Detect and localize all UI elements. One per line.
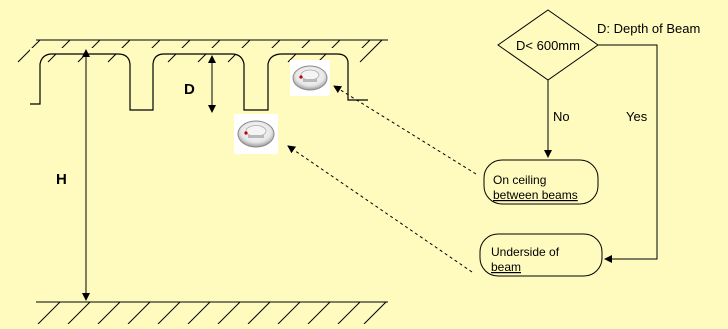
outcome-underside-line1: Underside of bbox=[491, 245, 560, 259]
smoke-detector-icon bbox=[234, 114, 278, 154]
h-marker-label: H bbox=[56, 171, 67, 188]
outcome-underside-box bbox=[479, 233, 603, 277]
outcome-ceiling-line1: On ceiling bbox=[493, 173, 546, 187]
smoke-detector-icon bbox=[290, 60, 330, 96]
d-marker-label: D bbox=[184, 81, 195, 98]
legend-label: D: Depth of Beam bbox=[597, 21, 700, 36]
floor-hatch bbox=[37, 301, 387, 325]
yes-label: Yes bbox=[626, 109, 648, 124]
decision-label: D< 600mm bbox=[516, 38, 580, 53]
beam-outline bbox=[30, 53, 368, 111]
outcome-ceiling-box bbox=[483, 159, 599, 205]
no-label: No bbox=[553, 109, 570, 124]
pointer-underside bbox=[287, 145, 473, 273]
outcome-ceiling-line2: between beams bbox=[493, 188, 578, 202]
outcome-underside-line2: beam bbox=[491, 260, 521, 274]
yes-branch-arrow bbox=[598, 44, 658, 263]
pointer-ceiling bbox=[333, 85, 477, 175]
